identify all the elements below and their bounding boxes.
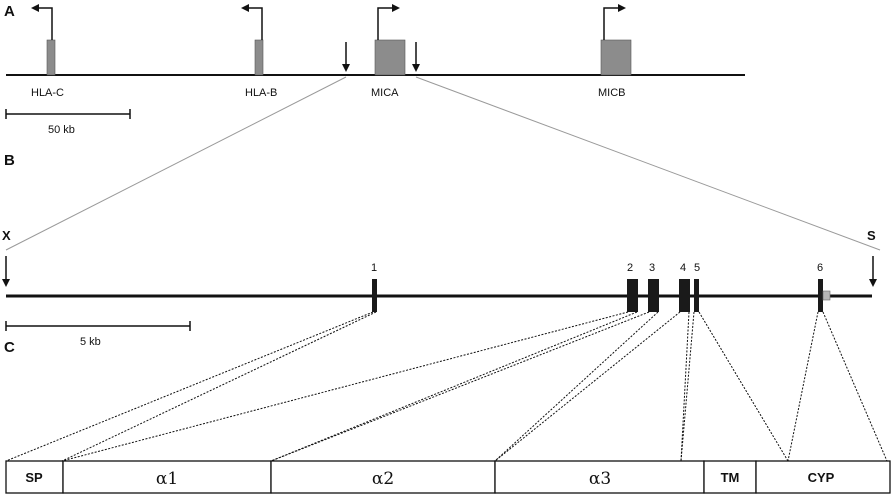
map-line-exon6-right [822,311,888,462]
exon-5: 5 [694,262,700,312]
scale-label-a: 50 kb [48,124,75,136]
gene-box-hla-c [46,39,56,76]
transcription-arrow-hla-c [31,4,53,40]
scale-bar-b: 5 kb [5,321,191,348]
exon-4: 4 [679,262,690,312]
transcription-arrow-micb [603,4,626,40]
domain-label-cyp: CYP [808,470,835,485]
panel-letter-c: C [4,339,15,356]
scale-label-b: 5 kb [80,336,101,348]
site-label-s: S [867,228,876,243]
domain-cyp [755,460,891,494]
gene-hla-b: HLA-B [241,4,277,99]
map-line-exon3-left [270,311,650,462]
map-line-exon3-right [494,311,659,462]
exon-label-5: 5 [694,262,700,274]
utr-box [822,290,831,301]
gene-label-hla-b: HLA-B [245,87,277,99]
map-line-exon2-right [270,311,638,462]
panel-letter-a: A [4,3,15,20]
map-line-exon4-right [680,311,690,462]
exon-label-1: 1 [371,262,377,274]
domain-label-alpha1: α1 [156,469,178,489]
gene-hla-c: HLA-C [31,4,64,99]
gene-label-mica: MICA [371,87,399,99]
exon-1: 1 [371,262,377,312]
exon-2: 2 [627,262,638,312]
gene-box-mica [374,39,406,76]
exon-label-3: 3 [649,262,655,274]
map-line-exon1-right [61,311,377,462]
map-line-exon4-left [494,311,681,462]
map-line-exon5-right [698,311,789,462]
domain-label-tm: TM [721,470,740,485]
map-line-exon6-left [787,311,819,462]
zoom-line-left-ab [5,76,347,251]
gene-micb: MICB [598,4,632,99]
domain-label-alpha3: α3 [589,469,611,489]
protein-domain-bar: SP α1 α2 α3 TM CYP [5,460,891,494]
zoom-line-right-ab [415,76,881,251]
exon-label-6: 6 [817,262,823,274]
exon-label-4: 4 [680,262,686,274]
map-line-exon1-left [5,311,374,462]
panel-letter-b: B [4,152,15,169]
domain-label-sp: SP [25,470,43,485]
domain-alpha2 [270,460,496,494]
gene-label-hla-c: HLA-C [31,87,64,99]
exon-6: 6 [817,262,831,312]
site-label-x: X [2,228,11,243]
gene-box-micb [600,39,632,76]
domain-label-alpha2: α2 [372,469,394,489]
gene-box-hla-b [254,39,264,76]
transcription-arrow-mica [377,4,400,40]
transcription-arrow-hla-b [241,4,263,40]
gene-label-micb: MICB [598,87,626,99]
map-line-exon2-left [61,311,629,462]
scale-bar-a: 50 kb [5,109,131,136]
map-line-exon5-left [680,311,695,462]
exon-3: 3 [648,262,659,312]
exon-domain-mapping-lines [5,311,888,462]
gene-mica: MICA [342,4,420,99]
exon-label-2: 2 [627,262,633,274]
